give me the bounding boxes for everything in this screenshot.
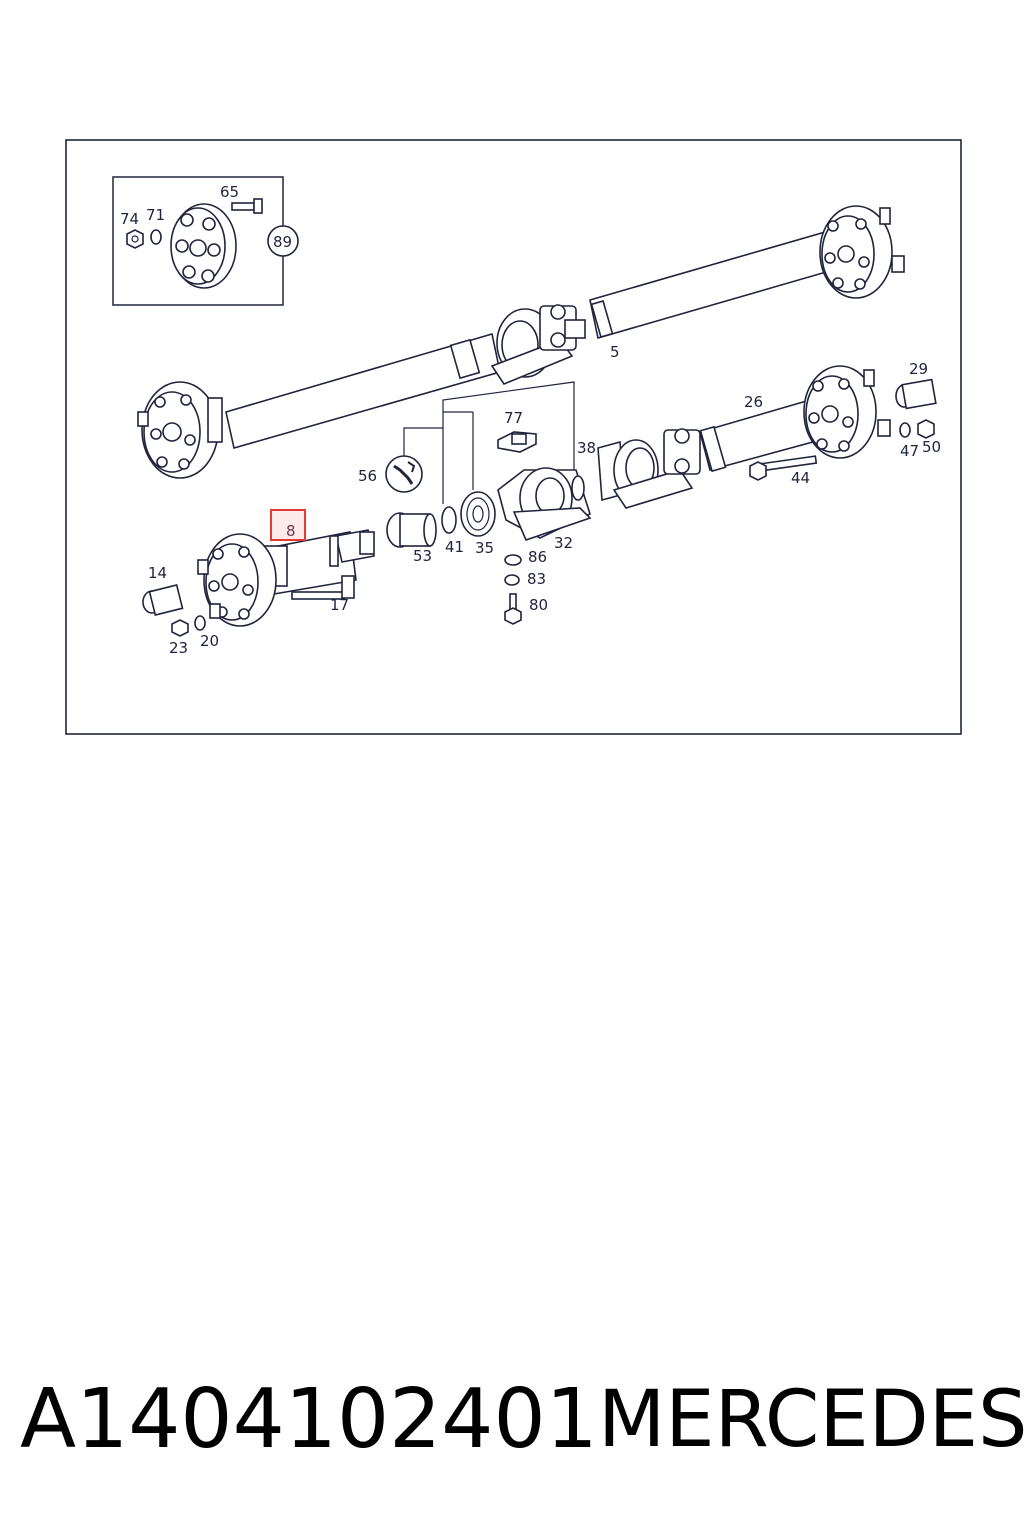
footer-caption: A1404102401 MERCEDES xyxy=(0,1365,1024,1475)
callout-26: 26 xyxy=(744,393,763,411)
callout-labels: 65 74 71 89 5 29 26 77 38 56 8 14 53 41 … xyxy=(120,183,941,657)
center-bearing-parts xyxy=(386,491,496,548)
part-8-front-shaft xyxy=(142,529,375,637)
callout-8: 8 xyxy=(286,522,296,540)
part-77-clip xyxy=(497,431,537,453)
callout-86: 86 xyxy=(528,548,547,566)
brand-name: MERCEDES xyxy=(598,1375,1024,1465)
callout-56: 56 xyxy=(358,467,377,485)
part-number: A1404102401 xyxy=(20,1372,598,1467)
center-support-32 xyxy=(497,467,592,541)
callout-bracket xyxy=(403,381,575,504)
callout-17: 17 xyxy=(330,596,349,614)
callout-74: 74 xyxy=(120,210,139,228)
upper-propeller-shaft xyxy=(137,205,905,479)
callout-20: 20 xyxy=(200,632,219,650)
callout-35: 35 xyxy=(475,539,494,557)
callout-71: 71 xyxy=(146,206,165,224)
callout-47: 47 xyxy=(900,442,919,460)
callout-53: 53 xyxy=(413,547,432,565)
callout-83: 83 xyxy=(527,570,546,588)
callout-38: 38 xyxy=(577,439,596,457)
callout-32: 32 xyxy=(554,534,573,552)
part-26-rear-shaft xyxy=(597,365,937,509)
callout-80: 80 xyxy=(529,596,548,614)
callout-23: 23 xyxy=(169,639,188,657)
highlighted-part-box[interactable] xyxy=(270,509,306,541)
callout-65: 65 xyxy=(220,183,239,201)
callout-77: 77 xyxy=(504,409,523,427)
callout-14: 14 xyxy=(148,564,167,582)
diagram-frame xyxy=(65,139,962,735)
inset-flex-disc-detail xyxy=(112,176,299,306)
parts-diagram: 65 74 71 89 5 29 26 77 38 56 8 14 53 41 … xyxy=(65,139,962,735)
callout-5: 5 xyxy=(610,343,620,361)
fasteners-86-83-80 xyxy=(504,554,522,625)
wrench-icon xyxy=(385,455,423,493)
callout-44: 44 xyxy=(791,469,810,487)
callout-41: 41 xyxy=(445,538,464,556)
callout-29: 29 xyxy=(909,360,928,378)
callout-50: 50 xyxy=(922,438,941,456)
callout-89: 89 xyxy=(273,233,292,251)
